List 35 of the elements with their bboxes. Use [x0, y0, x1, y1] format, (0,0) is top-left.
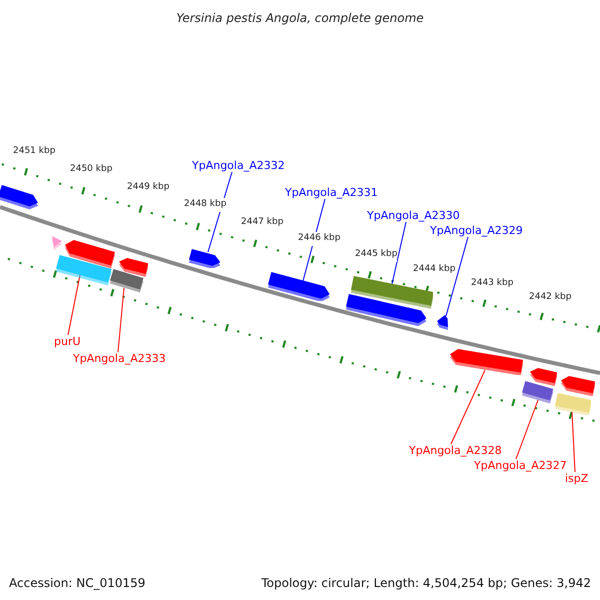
- gene-feature: [522, 381, 554, 404]
- gene-feature: [56, 255, 112, 286]
- genome-summary: Topology: circular; Length: 4,504,254 bp; Genes: 3,942: [261, 575, 591, 592]
- leader-line: [572, 412, 576, 472]
- leader-line: [450, 370, 486, 444]
- accession-text: Accession: NC_010159: [9, 575, 146, 592]
- gene-feature: [554, 392, 592, 416]
- gene-feature: [268, 272, 330, 302]
- scale-label: 2445 kbp: [355, 248, 398, 262]
- gene-label: YpAngola_A2328: [409, 444, 502, 457]
- gene-label: YpAngola_A2330: [367, 209, 460, 222]
- leader-line: [68, 274, 80, 336]
- gene-label: YpAngola_A2331: [285, 186, 378, 199]
- gene-label: ispZ: [565, 472, 588, 485]
- leader-line: [446, 236, 468, 316]
- gene-feature: [450, 348, 524, 376]
- gene-label: YpAngola_A2332: [192, 159, 285, 172]
- leader-line: [118, 288, 124, 352]
- gene-label: YpAngola_A2333: [73, 352, 166, 365]
- gene-feature: [0, 185, 38, 210]
- scale-label: 2448 kbp: [184, 198, 226, 212]
- gene-feature: [110, 269, 144, 293]
- gene-feature: [561, 376, 596, 396]
- title: Yersinia pestis Angola, complete genome: [176, 10, 424, 27]
- gene-label: YpAngola_A2327: [474, 459, 567, 472]
- gene-feature: [346, 294, 426, 326]
- leader-line: [392, 222, 406, 284]
- leader-line: [516, 400, 538, 460]
- gene-feature: [437, 314, 448, 330]
- gene-label: YpAngola_A2329: [430, 224, 523, 237]
- gene-feature: [188, 248, 220, 268]
- scale-label: 2446 kbp: [298, 232, 340, 246]
- gene-feature: [52, 236, 62, 250]
- gene-label: purU: [54, 335, 81, 348]
- gene-feature: [530, 368, 558, 386]
